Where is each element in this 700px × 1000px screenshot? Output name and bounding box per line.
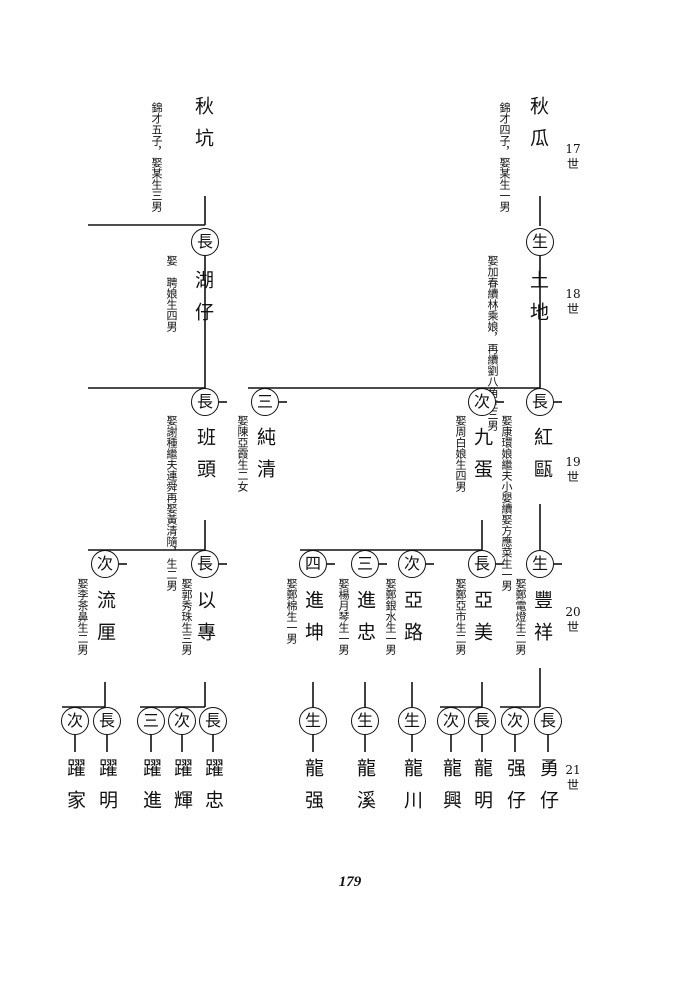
person-note: 娶加春續林乘娘，再續劉八角生三男	[486, 255, 499, 431]
person-name: 豐祥	[531, 590, 553, 654]
birth-order-badge: 次	[61, 707, 89, 735]
person-name: 亞美	[471, 590, 493, 654]
birth-order-badge: 長	[191, 228, 219, 256]
person-note: 娶鄭電燈生二男	[514, 578, 527, 655]
person-note: 娶謝種繼夫連舜再娶黃清隨，生二男	[165, 415, 178, 591]
person-note: 娶鄭亞市生二男	[454, 578, 467, 655]
birth-order-badge: 長	[534, 707, 562, 735]
birth-order-badge: 生	[398, 707, 426, 735]
person-name: 躍家	[64, 758, 86, 822]
person-note: 娶康環娘繼夫小嬰續娶方應菜生一男	[500, 415, 513, 591]
person-note: 娶鄭銀水生一男	[384, 578, 397, 655]
birth-order-badge: 長	[93, 707, 121, 735]
person-name: 九蛋	[471, 427, 493, 491]
person-name: 進忠	[354, 590, 376, 654]
person-note: 娶陳亞霞生二女	[236, 415, 249, 492]
person-name: 龍明	[471, 758, 493, 822]
person-name: 龍溪	[354, 758, 376, 822]
person-name: 强仔	[504, 758, 526, 822]
birth-order-badge: 四	[299, 550, 327, 578]
person-name: 躍忠	[202, 758, 224, 822]
birth-order-badge: 次	[437, 707, 465, 735]
person-name: 紅甌	[531, 427, 553, 491]
birth-order-badge: 長	[191, 550, 219, 578]
person-note: 娶鄭棉生一男	[285, 578, 298, 644]
person-name: 湖仔	[192, 270, 214, 334]
person-name: 躍明	[96, 758, 118, 822]
person-name: 龍興	[440, 758, 462, 822]
birth-order-badge: 長	[526, 388, 554, 416]
person-note: 娶李茶鼻生二男	[76, 578, 89, 655]
birth-order-badge: 三	[251, 388, 279, 416]
person-note: 娶周白娘生四男	[454, 415, 467, 492]
birth-order-badge: 生	[351, 707, 379, 735]
birth-order-badge: 次	[168, 707, 196, 735]
person-name: 亞路	[401, 590, 423, 654]
birth-order-badge: 生	[526, 550, 554, 578]
person-name: 流厘	[94, 590, 116, 654]
birth-order-badge: 三	[351, 550, 379, 578]
person-name: 班頭	[194, 427, 216, 491]
birth-order-badge: 次	[398, 550, 426, 578]
birth-order-badge: 次	[501, 707, 529, 735]
birth-order-badge: 三	[137, 707, 165, 735]
person-name: 龍强	[302, 758, 324, 822]
birth-order-badge: 次	[468, 388, 496, 416]
birth-order-badge: 生	[299, 707, 327, 735]
person-name: 躍輝	[171, 758, 193, 822]
person-name: 純清	[254, 427, 276, 491]
person-note: 錦才五子，娶某生三男	[150, 102, 163, 212]
birth-order-badge: 長	[468, 707, 496, 735]
person-name: 進坤	[302, 590, 324, 654]
person-name: 以專	[194, 590, 216, 654]
birth-order-badge: 次	[91, 550, 119, 578]
person-name: 龍川	[401, 758, 423, 822]
birth-order-badge: 長	[468, 550, 496, 578]
birth-order-badge: 長	[191, 388, 219, 416]
person-note: 娶郭秀珠生三男	[180, 578, 193, 655]
birth-order-badge: 生	[526, 228, 554, 256]
person-name: 秋坑	[192, 96, 214, 160]
person-note: 娶楊月琴生一男	[337, 578, 350, 655]
birth-order-badge: 長	[199, 707, 227, 735]
page-number: 179	[338, 874, 362, 890]
person-note: 錦才四子，娶某生一男	[498, 102, 511, 212]
person-note: 娶 聘娘生四男	[165, 255, 178, 332]
person-name: 躍進	[140, 758, 162, 822]
person-name: 秋瓜	[527, 96, 549, 160]
person-name: 勇仔	[537, 758, 559, 822]
person-name: 土地	[527, 270, 549, 334]
